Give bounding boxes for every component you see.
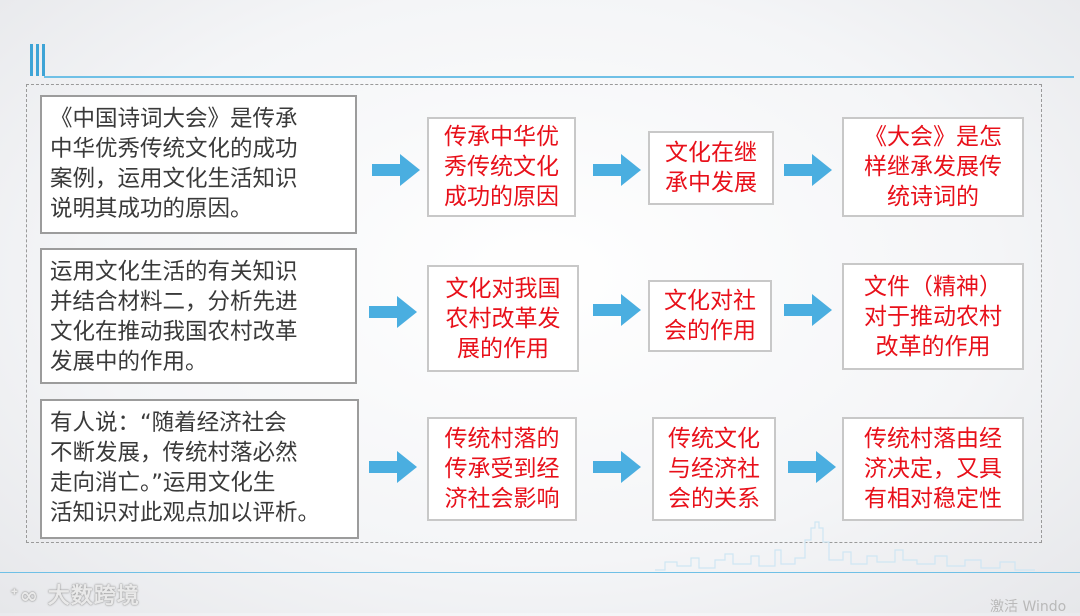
question-box-2: 运用文化生活的有关知识 并结合材料二，分析先进 文化在推动我国农村改革 发展中的…	[40, 248, 357, 384]
answer-box-2-2: 文化对社 会的作用	[648, 280, 772, 352]
arrow-right-icon	[593, 294, 641, 326]
content-frame	[26, 84, 1042, 543]
city-skyline-decoration	[655, 521, 1035, 571]
arrow-right-icon	[784, 154, 832, 186]
header-divider	[44, 76, 1074, 78]
answer-box-1-2: 文化在继 承中发展	[648, 131, 774, 205]
arrow-right-icon	[593, 451, 641, 483]
question-box-3: 有人说：“随着经济社会 不断发展，传统村落必然 走向消亡。”运用文化生 活知识对…	[40, 399, 359, 539]
answer-box-1-3: 《大会》是怎 样继承发展传 统诗词的	[842, 117, 1024, 217]
answer-box-3-3: 传统村落由经 济决定，又具 有相对稳定性	[842, 417, 1024, 521]
arrow-right-icon	[369, 296, 417, 328]
logo-mark-icon: ᐩ∞	[10, 584, 40, 609]
answer-box-3-1: 传统村落的 传承受到经 济社会影响	[427, 417, 577, 521]
arrow-right-icon	[593, 154, 641, 186]
watermark-logo: ᐩ∞ 大数跨境	[10, 578, 140, 610]
arrow-right-icon	[784, 294, 832, 326]
answer-box-3-2: 传统文化 与经济社 会的关系	[652, 417, 776, 521]
header-accent-bars	[30, 44, 46, 78]
footer-divider	[0, 572, 1080, 573]
answer-box-2-1: 文化对我国 农村改革发 展的作用	[427, 265, 579, 372]
arrow-right-icon	[369, 451, 417, 483]
arrow-right-icon	[788, 451, 836, 483]
answer-box-1-1: 传承中华优 秀传统文化 成功的原因	[427, 117, 576, 217]
logo-text: 大数跨境	[47, 584, 140, 609]
windows-activation-watermark: 激活 Windo	[990, 599, 1067, 615]
arrow-right-icon	[372, 154, 420, 186]
answer-box-2-3: 文件（精神） 对于推动农村 改革的作用	[842, 263, 1024, 370]
question-box-1: 《中国诗词大会》是传承 中华优秀传统文化的成功 案例，运用文化生活知识 说明其成…	[40, 95, 357, 234]
